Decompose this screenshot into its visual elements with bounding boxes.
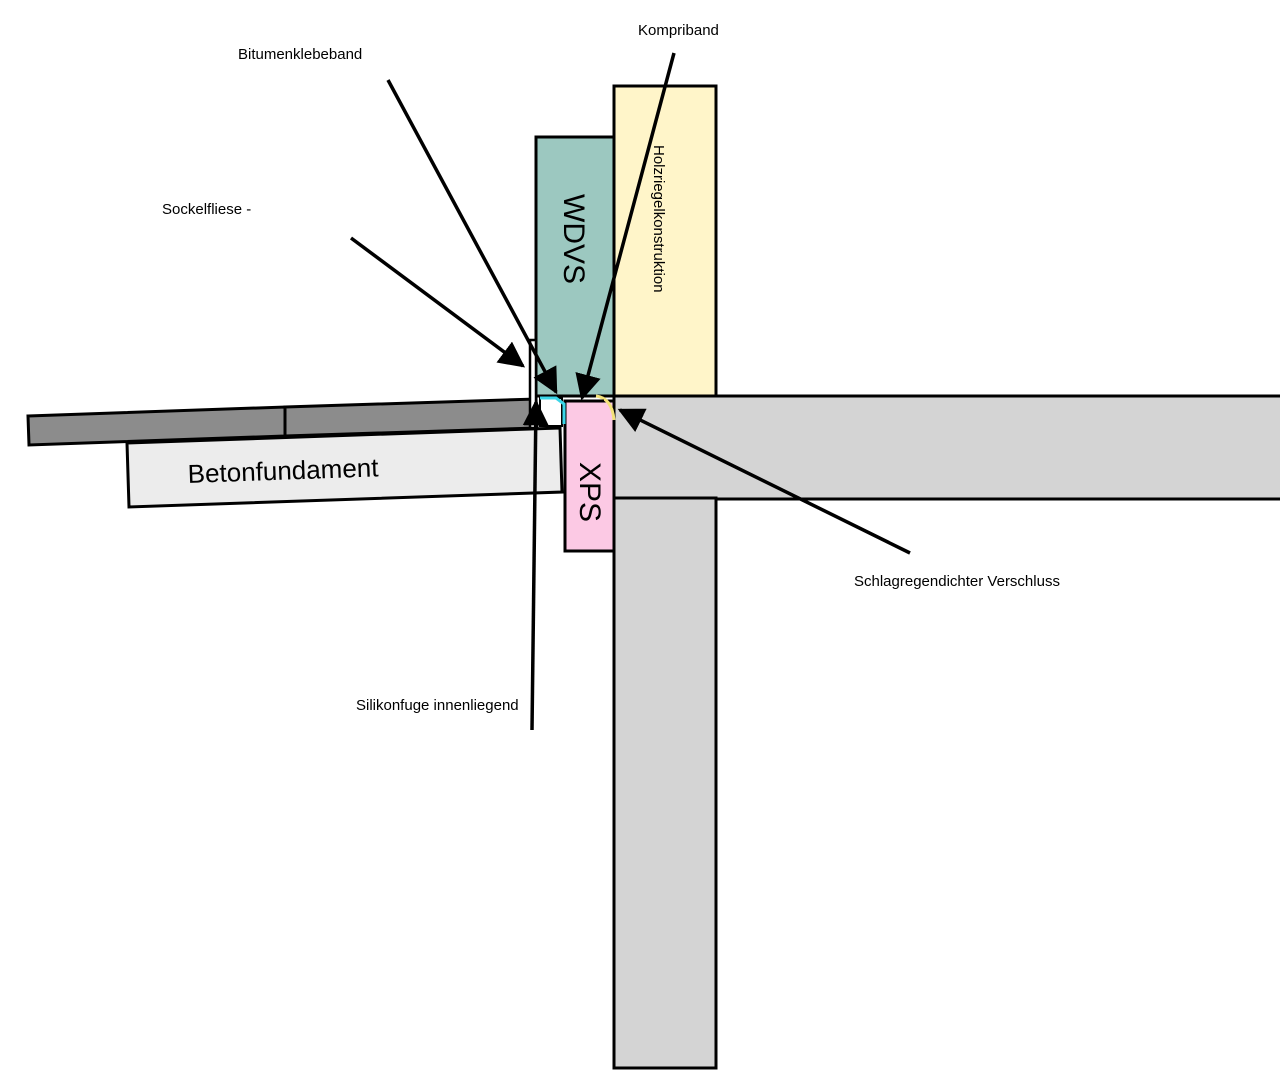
label-sockelfliese: Sockelfliese - (162, 201, 251, 218)
bitumen-tape (540, 396, 566, 424)
arrow-kompriband (575, 52, 676, 401)
label-wdvs: WDVS (557, 194, 590, 284)
label-schlagregen: Schlagregendichter Verschluss (854, 573, 1060, 590)
arrow-sockelfliese (349, 236, 526, 368)
label-kompriband: Kompriband (638, 22, 719, 39)
label-betonfundament: Betonfundament (187, 452, 380, 489)
label-holzriegel: Holzriegelkonstruktion (650, 145, 667, 293)
arrow-schlagregen (617, 408, 911, 555)
arrow-bitumenklebeband (386, 79, 558, 395)
timber-frame-construction (612, 84, 718, 398)
wdvs-insulation (534, 135, 616, 398)
base-tile-right (283, 397, 539, 438)
concrete-slab (612, 394, 1280, 501)
silicone-joint (539, 397, 563, 427)
label-xps: XPS (573, 462, 606, 522)
arrow-silikonfuge (522, 399, 549, 731)
label-bitumenklebeband: Bitumenklebeband (238, 46, 362, 63)
concrete-wall (612, 496, 718, 1070)
label-silikonfuge: Silikonfuge innenliegend (356, 697, 519, 714)
